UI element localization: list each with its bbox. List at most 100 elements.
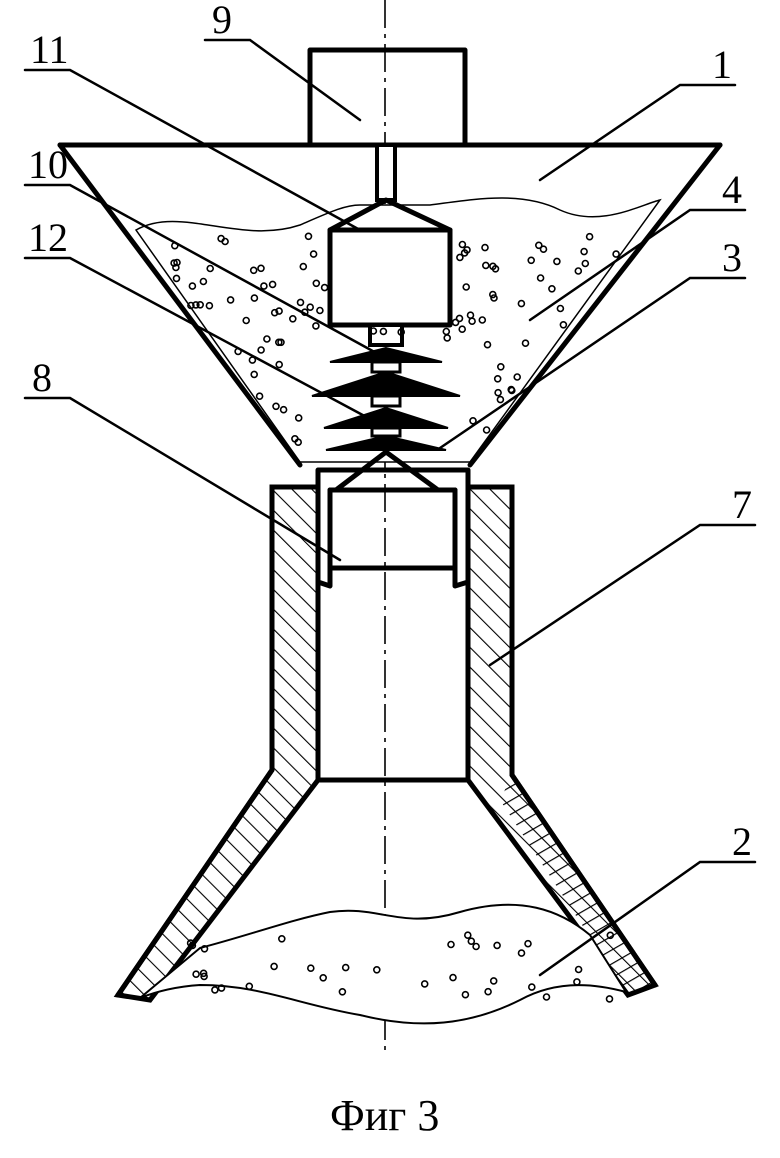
particle-dot [507, 385, 516, 394]
particle-dot [312, 279, 321, 288]
particle-dot [242, 316, 250, 325]
particle-dot [456, 253, 464, 262]
particle-dot [250, 370, 258, 379]
particle-dot [458, 325, 467, 334]
leader-1 [538, 83, 737, 182]
particle-dot [559, 320, 568, 329]
particle-dot [275, 360, 284, 369]
particle-dot [527, 256, 536, 265]
particle-dot [199, 969, 208, 978]
label-7: 7 [732, 482, 752, 527]
agitator-discs [311, 346, 461, 451]
leader-7 [488, 523, 757, 667]
leader-4 [528, 208, 747, 322]
particle-dot [306, 964, 315, 973]
particle-dot [245, 982, 254, 991]
leader-12 [23, 256, 374, 422]
particle-dot [493, 374, 502, 383]
particle-dot [319, 973, 328, 982]
particle-dot [226, 296, 235, 304]
label-12: 12 [28, 215, 68, 260]
particle-dot [581, 259, 590, 268]
particle-dot [524, 939, 532, 948]
particle-dot [306, 303, 315, 312]
particle-dot [255, 392, 264, 401]
particle-dot [277, 934, 286, 943]
particle-dot [257, 346, 265, 354]
leader-9 [203, 38, 362, 122]
particle-dot [548, 284, 556, 293]
particle-dots [170, 232, 620, 1003]
particle-dot [274, 338, 283, 347]
particle-dot [463, 931, 472, 940]
particle-dot [494, 388, 502, 397]
particle-dot [483, 340, 492, 349]
particle-dot [484, 987, 492, 996]
particle-dot [312, 322, 320, 330]
particle-dot [468, 317, 476, 326]
particle-dot [369, 327, 378, 335]
particle-dot [496, 395, 505, 404]
particle-dot [580, 247, 588, 256]
particle-dot [462, 283, 471, 291]
particle-dot [553, 257, 561, 266]
leader-8 [23, 396, 342, 562]
label-4: 4 [722, 167, 742, 212]
particle-dot [574, 965, 583, 974]
particle-dot [542, 993, 551, 1001]
particle-dot [250, 294, 259, 302]
particle-dot [420, 980, 429, 988]
particle-dot [481, 261, 490, 270]
label-8: 8 [32, 355, 52, 400]
particle-dot [517, 949, 526, 957]
particle-dot [469, 416, 477, 425]
particle-dot [606, 931, 615, 940]
particle-dot [192, 970, 200, 979]
particle-dot [211, 986, 219, 994]
pipe-lower-left-edge [115, 767, 275, 998]
figure-caption: Фиг 3 [330, 1091, 439, 1140]
particle-dot [447, 940, 455, 949]
particle-dot [200, 944, 209, 953]
particle-dot [460, 249, 469, 257]
particle-dot [200, 972, 208, 981]
particle-dot [199, 277, 208, 286]
particle-dot [605, 995, 614, 1003]
particle-dot [449, 973, 457, 982]
label-10: 10 [28, 142, 68, 187]
particle-dot [556, 304, 565, 313]
particle-dot [574, 267, 583, 275]
particle-dot [517, 299, 526, 308]
particle-dot [279, 405, 288, 414]
label-1: 1 [712, 42, 732, 87]
particle-dot [316, 306, 324, 315]
particle-dot [612, 250, 620, 258]
particle-dot [263, 335, 271, 343]
particle-dot [172, 274, 181, 283]
particle-dot [521, 339, 530, 348]
label-9: 9 [212, 0, 232, 42]
particle-dot [372, 965, 381, 974]
particle-dot [217, 984, 226, 992]
particle-dot [196, 300, 204, 309]
particle-dot [172, 263, 180, 272]
particle-dot [270, 962, 278, 971]
particle-dot [481, 243, 489, 252]
particle-dot [187, 301, 195, 310]
particle-dot [491, 264, 500, 273]
particle-dot [536, 274, 545, 282]
lower-material [139, 903, 629, 1025]
particle-dot [257, 264, 265, 273]
particle-dot [478, 316, 487, 324]
particle-dot [320, 283, 329, 292]
particle-dot [268, 280, 277, 289]
particle-dot [489, 977, 498, 985]
particle-dot [272, 402, 280, 411]
particle-dot [458, 240, 467, 249]
particle-dot [188, 282, 197, 290]
particle-dot [573, 978, 581, 986]
motor-box [307, 47, 468, 148]
leader-2 [538, 860, 757, 977]
particle-dot [299, 262, 308, 271]
